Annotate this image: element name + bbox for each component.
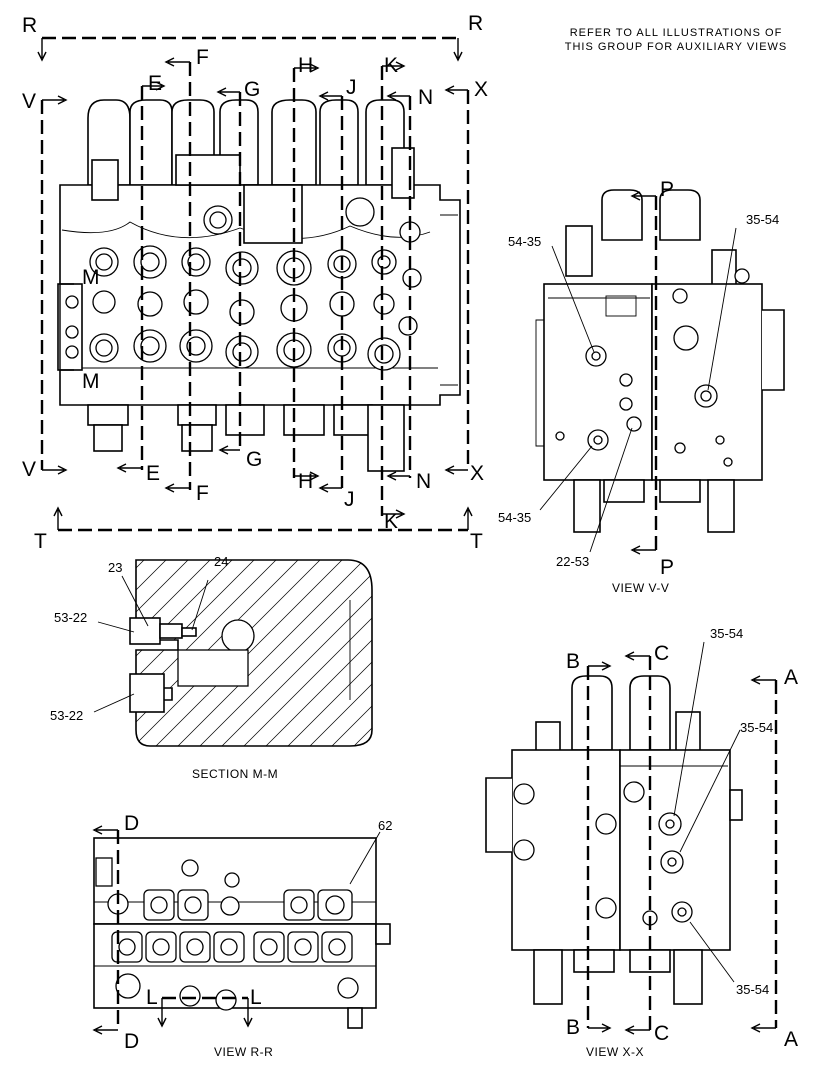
label-f-bottom: F [196,482,209,505]
label-d-top: D [124,812,139,835]
label-v-bottom: V [22,458,36,481]
label-r-right: R [468,12,483,35]
bottom-fittings [87,404,405,472]
rr-flange-row-upper [143,889,353,921]
section-hatch-line [136,560,237,746]
view-vv: P P 54-35 35-54 54-35 22-53 VIEW V-V [498,178,785,595]
label-l-right: L [250,986,262,1009]
label-x-top: X [474,78,488,101]
spool-caps-top [87,99,405,186]
label-c-top: C [654,642,669,665]
label-h-top: H [298,54,313,77]
section-hatch-line [221,560,372,746]
label-g-bottom: G [246,448,262,471]
view-xx: B B C C A A 35-54 35-54 35-54 VIEW X-X [485,626,798,1059]
callout-35-54-xx-1: 35-54 [710,626,743,641]
label-a-top: A [784,666,798,689]
port-row-middle [92,221,422,336]
label-x-bottom: X [470,462,484,485]
caption-section-mm: SECTION M-M [192,767,278,781]
label-k-top: K [384,54,398,77]
section-hatch-line [243,560,372,746]
label-k-bottom: K [384,510,398,533]
label-t-left: T [34,530,47,553]
callout-54-35-bottom: 54-35 [498,510,531,525]
note-line-2: THIS GROUP FOR AUXILIARY VIEWS [565,41,788,53]
section-hatch-line [353,560,372,746]
section-hatch-line [155,560,347,746]
section-hatch-line [309,560,372,746]
view-rr: D D L L 62 VIEW R-R [92,812,392,1059]
label-l-left: L [146,986,158,1009]
label-b-top: B [566,650,580,673]
label-b-bottom: B [566,1016,580,1039]
section-mm: 23 24 53-22 53-22 SECTION M-M [50,554,566,781]
callout-53-22-top: 53-22 [54,610,87,625]
callout-35-54-xx-3: 35-54 [736,982,769,997]
label-f-top: F [196,46,209,69]
label-e-bottom: E [146,462,160,485]
section-hatch-line [136,560,259,746]
caption-view-rr: VIEW R-R [214,1045,273,1059]
rr-flange-row-lower [111,931,353,963]
section-hatch-line [136,560,171,746]
label-d-bottom: D [124,1030,139,1053]
section-hatch-line [136,560,215,746]
label-g-top: G [244,78,260,101]
port-row-upper [89,245,397,286]
callout-24: 24 [214,554,228,569]
section-hatch-line [287,560,372,746]
section-hatch-line [376,556,566,746]
section-hatch-line [265,560,372,746]
caption-view-vv: VIEW V-V [612,581,669,595]
callout-53-22-bottom: 53-22 [50,708,83,723]
label-j-bottom: J [344,488,355,511]
vv-right-block [651,283,763,481]
label-n-top: N [418,86,433,109]
label-p-top: P [660,178,674,201]
label-p-bottom: P [660,556,674,579]
label-t-right: T [470,530,483,553]
callout-35-54-xx-2: 35-54 [740,720,773,735]
label-m-top: M [82,266,100,289]
section-hatch-line [331,560,372,746]
callout-23: 23 [108,560,122,575]
section-hatch-line [177,560,369,746]
label-a-bottom: A [784,1028,798,1051]
callout-62: 62 [378,818,392,833]
caption-view-xx: VIEW X-X [586,1045,644,1059]
label-h-bottom: H [298,470,313,493]
callout-22-53: 22-53 [556,554,589,569]
callout-35-54-vv: 35-54 [746,212,779,227]
label-n-bottom: N [416,470,431,493]
section-hatch-line [199,560,372,746]
label-v-top: V [22,90,36,113]
main-valve-view: R R V V E E F F G G H H J J K K N N X X … [22,12,488,553]
callout-54-35-top: 54-35 [508,234,541,249]
note-line-1: REFER TO ALL ILLUSTRATIONS OF [570,27,783,39]
label-j-top: J [346,76,357,99]
section-hatch-line [136,560,193,746]
label-c-bottom: C [654,1022,669,1045]
label-e-top: E [148,72,162,95]
label-r-left: R [22,14,37,37]
label-m-bottom: M [82,370,100,393]
